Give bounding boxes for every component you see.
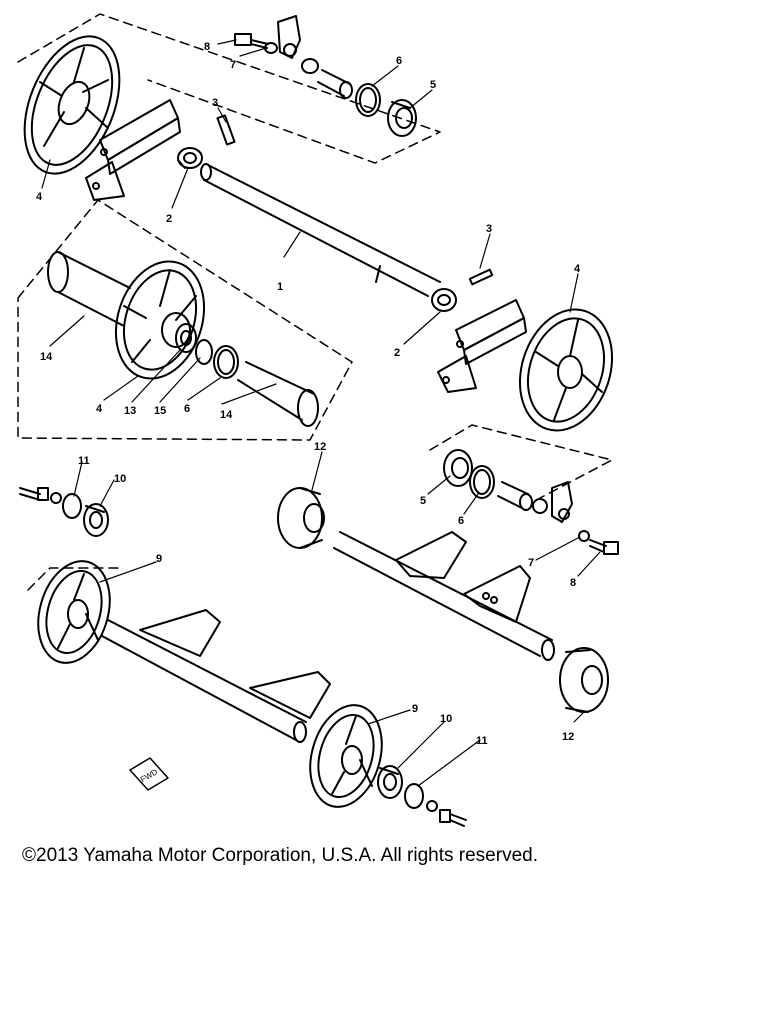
callout-7-lower: 7 xyxy=(528,557,534,569)
bearing-5-lower xyxy=(443,449,473,487)
fwd-marker-label: FWD xyxy=(139,767,159,784)
circlip-11-left xyxy=(62,493,82,519)
callout-12-left: 12 xyxy=(314,441,326,453)
group-box-assembly-14 xyxy=(17,199,353,441)
callout-6-lower: 6 xyxy=(458,515,464,527)
seal-upper xyxy=(355,83,381,117)
washer-7-lower xyxy=(578,530,590,542)
spacer-washer-upper xyxy=(301,58,319,74)
middle-axle-bracket xyxy=(395,531,531,623)
callout-10-right: 10 xyxy=(440,713,452,725)
collar-right xyxy=(431,288,457,312)
rear-axle xyxy=(101,619,307,743)
callout-11-right: 11 xyxy=(476,735,488,747)
wheel-9-left xyxy=(37,560,111,664)
callout-1: 1 xyxy=(277,281,283,293)
copyright-notice: ©2013 Yamaha Motor Corporation, U.S.A. A… xyxy=(22,845,538,866)
bracket-right xyxy=(437,299,527,393)
callout-5-upper: 5 xyxy=(430,79,436,91)
group-box-right-bearing xyxy=(429,424,613,499)
callout-4-right: 4 xyxy=(574,263,581,275)
bolt-8-lower xyxy=(589,539,619,555)
bearing-upper xyxy=(387,99,417,137)
callout-4-upper-left: 4 xyxy=(36,191,43,203)
bracket-upper-left xyxy=(85,99,181,201)
callout-13: 13 xyxy=(124,405,136,417)
washer-lower-right xyxy=(426,800,438,812)
callout-2-upper: 2 xyxy=(166,213,172,225)
spacer-tube-upper xyxy=(47,251,131,327)
callout-labels: 1 2 2 3 3 4 4 4 5 5 6 6 6 7 7 8 8 9 9 10… xyxy=(36,41,581,747)
spacer-15 xyxy=(195,339,213,365)
callout-11-left: 11 xyxy=(78,455,90,467)
idler-wheel-right xyxy=(518,308,614,432)
roller-12-left xyxy=(277,487,325,549)
idler-wheel-center xyxy=(114,260,206,380)
spacer-sleeve-lower xyxy=(497,481,533,511)
spacer-tube-lower xyxy=(237,361,319,427)
callout-3-right: 3 xyxy=(486,223,492,235)
callout-8-upper: 8 xyxy=(204,41,210,53)
pin-upper xyxy=(216,114,236,146)
callout-9-left: 9 xyxy=(156,553,162,565)
washer-lower-left xyxy=(50,492,62,504)
bolt-lower-left xyxy=(19,487,49,501)
group-box-upper-right xyxy=(17,13,441,164)
callout-2-right: 2 xyxy=(394,347,400,359)
roller-12-right xyxy=(559,647,609,713)
callout-9-right: 9 xyxy=(412,703,418,715)
callout-4-center: 4 xyxy=(96,403,103,415)
leader-lines xyxy=(41,39,601,787)
callout-6-upper: 6 xyxy=(396,55,402,67)
spacer-sleeve-upper xyxy=(317,69,353,99)
callout-3-upper: 3 xyxy=(212,97,218,109)
fwd-marker: FWD xyxy=(129,757,169,791)
parts-diagram: FWD 1 2 2 3 3 xyxy=(17,13,619,827)
bearing-10-left xyxy=(83,503,109,537)
middle-axle xyxy=(333,531,555,661)
callout-14-left: 14 xyxy=(40,351,53,363)
main-shaft xyxy=(200,163,441,297)
callout-14-right: 14 xyxy=(220,409,233,421)
rear-axle-bracket-left xyxy=(139,609,331,719)
group-box-lower-left xyxy=(27,567,119,591)
seal-6-lower xyxy=(469,465,495,499)
circlip-11-right xyxy=(404,783,424,809)
wheel-9-right xyxy=(309,704,383,808)
bolt-lower-right xyxy=(439,809,467,827)
callout-8-lower: 8 xyxy=(570,577,576,589)
pin-right xyxy=(468,268,494,286)
callout-15: 15 xyxy=(154,405,166,417)
tension-bracket-lower xyxy=(551,481,573,523)
bolt-upper xyxy=(234,33,269,49)
spacer-washer-lower xyxy=(532,498,548,514)
idler-wheel-upper-left xyxy=(23,35,121,175)
bearing-13 xyxy=(175,323,197,353)
tension-bracket-upper xyxy=(277,15,301,59)
callout-5-lower: 5 xyxy=(420,495,426,507)
callout-12-right: 12 xyxy=(562,731,574,743)
callout-6-center: 6 xyxy=(184,403,190,415)
seal-6-center xyxy=(213,345,239,379)
bearing-10-right xyxy=(377,765,403,799)
callout-10-left: 10 xyxy=(114,473,126,485)
collar-upper xyxy=(177,147,203,169)
callout-7-upper: 7 xyxy=(230,59,236,71)
